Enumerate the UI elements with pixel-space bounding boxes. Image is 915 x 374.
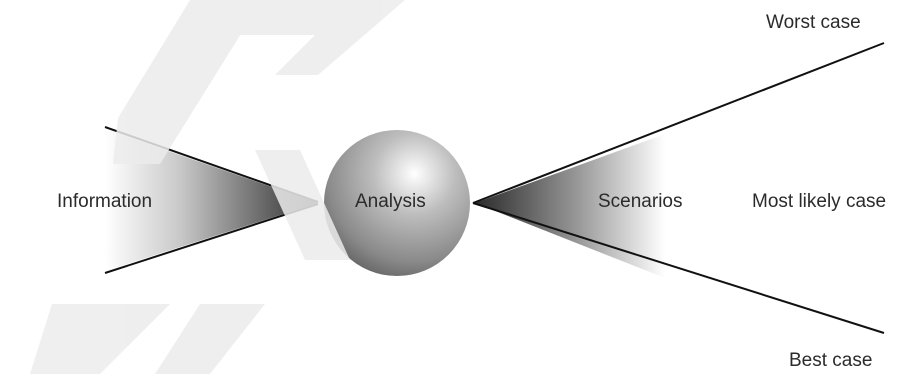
best-case-line: [472, 202, 885, 334]
analysis-sphere: [324, 130, 470, 276]
most-likely-case-label: Most likely case: [752, 191, 886, 212]
worst-case-label: Worst case: [766, 12, 861, 33]
information-lower-line: [104, 203, 319, 274]
information-funnel: [105, 129, 318, 271]
best-case-label: Best case: [789, 350, 872, 371]
information-label: Information: [57, 191, 152, 212]
scenarios-fan: [475, 134, 665, 278]
worst-case-line: [472, 42, 885, 204]
scenarios-label: Scenarios: [598, 191, 683, 212]
watermark-letters: [30, 0, 405, 374]
analysis-label: Analysis: [355, 191, 426, 212]
